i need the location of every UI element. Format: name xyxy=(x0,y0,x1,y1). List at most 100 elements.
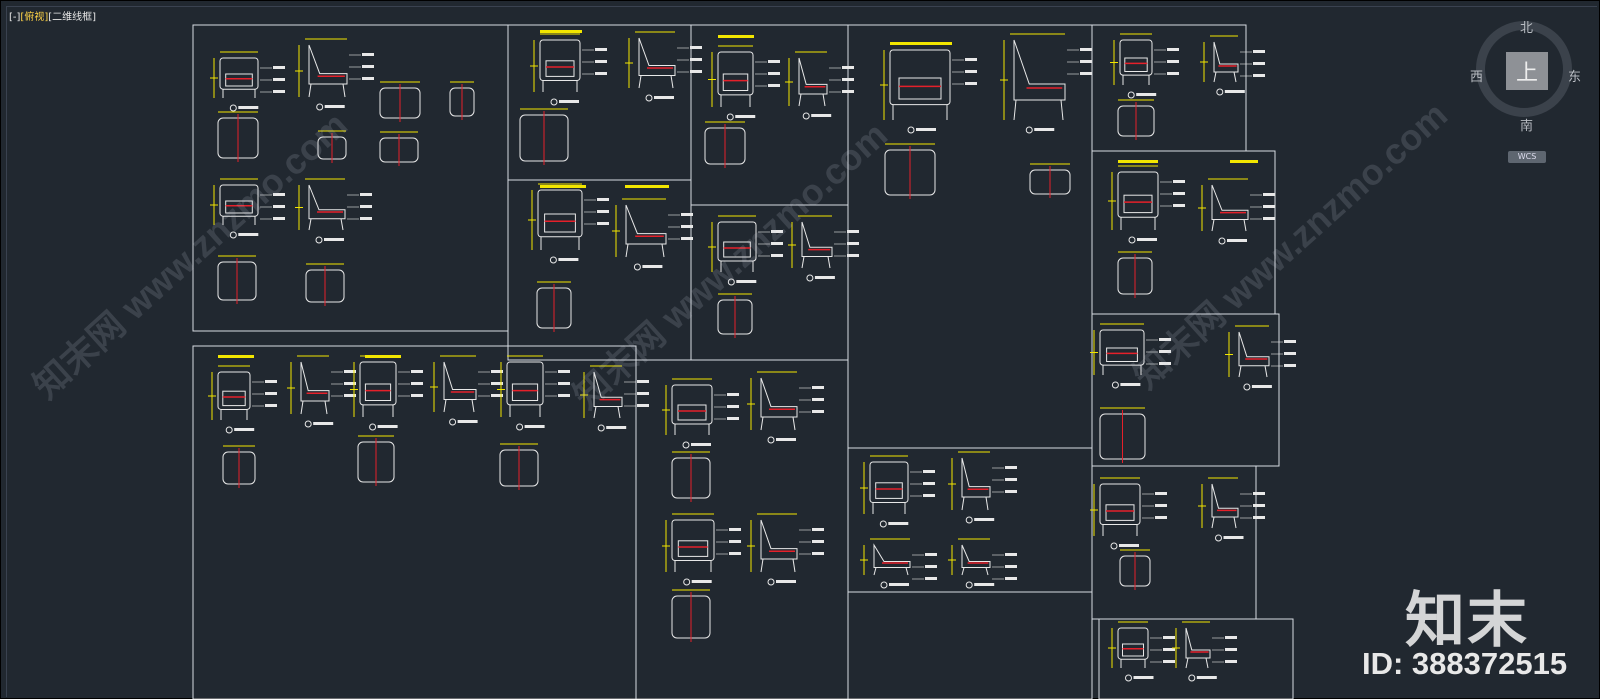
chair-line xyxy=(682,441,690,449)
chair-line xyxy=(1025,126,1033,134)
chair-line xyxy=(1159,338,1171,341)
chair-drawing xyxy=(860,455,935,528)
model-space-canvas[interactable] xyxy=(6,6,1597,697)
chair-line xyxy=(324,400,328,415)
chair-line xyxy=(1196,676,1217,679)
chair-line xyxy=(595,60,607,63)
chair-line xyxy=(768,60,780,63)
chair-line xyxy=(1124,57,1148,72)
chair-line xyxy=(1173,192,1185,195)
chair-line xyxy=(304,420,312,428)
chair-line xyxy=(961,567,965,576)
chair-line xyxy=(549,256,557,264)
chair-line xyxy=(842,66,854,69)
chair-line xyxy=(645,94,653,102)
chair-line xyxy=(847,230,859,233)
chair-drawing xyxy=(1200,35,1265,96)
chair-line xyxy=(811,114,832,117)
chair-drawing xyxy=(1110,33,1179,99)
chair-line xyxy=(812,552,824,555)
chair-drawing xyxy=(662,378,739,449)
chair-line xyxy=(873,567,877,576)
compass-north[interactable]: 北 xyxy=(1520,21,1534,36)
chair-line xyxy=(691,580,712,583)
chair-line xyxy=(847,242,859,245)
chair-line xyxy=(1205,657,1209,669)
chair-line xyxy=(1185,627,1211,659)
chair-line xyxy=(776,580,796,583)
chair-line xyxy=(1263,205,1275,208)
chair-line xyxy=(273,78,285,81)
chair-line xyxy=(869,461,909,504)
chair-line xyxy=(812,528,824,531)
chair-line xyxy=(961,544,991,568)
chair-drawing xyxy=(1198,477,1265,542)
chair-line xyxy=(925,553,937,556)
chair-line xyxy=(558,394,570,397)
drawing-sheet-frame xyxy=(192,345,637,699)
chair-line xyxy=(300,400,304,415)
chair-drawing xyxy=(580,365,649,432)
chair-line xyxy=(923,482,935,485)
compass-south[interactable]: 南 xyxy=(1520,119,1534,134)
chair-line xyxy=(593,371,623,407)
visual-style-control[interactable]: [二维线框] xyxy=(48,12,97,23)
drawing-sheet-frame xyxy=(847,591,1093,699)
chair-line xyxy=(1253,50,1265,53)
chair-line xyxy=(1211,219,1215,232)
chair-line xyxy=(1243,219,1247,232)
compass-ring-icon[interactable] xyxy=(1476,21,1572,117)
chair-line xyxy=(1159,350,1171,353)
chair-line xyxy=(524,425,545,428)
chair-line xyxy=(925,565,937,568)
chair-line xyxy=(229,104,237,112)
chair-line xyxy=(1163,636,1175,639)
chair-line xyxy=(1224,90,1245,93)
chair-line xyxy=(617,406,621,419)
chair-line xyxy=(219,184,259,217)
chair-line xyxy=(923,470,935,473)
chair-line xyxy=(344,394,356,397)
chair-line xyxy=(222,390,246,407)
chair-line xyxy=(362,53,374,56)
chair-line xyxy=(879,520,887,528)
chair-line xyxy=(1137,238,1157,241)
chair-line xyxy=(760,377,798,418)
chair-line xyxy=(340,218,344,231)
chair-line xyxy=(1211,516,1215,529)
compass-east[interactable]: 东 xyxy=(1568,70,1582,85)
chair-line xyxy=(359,361,397,406)
chair-drawing xyxy=(948,538,1017,589)
chair-line xyxy=(771,254,783,257)
chair-line xyxy=(1213,71,1217,83)
chair-line xyxy=(1188,674,1196,682)
chair-line xyxy=(1173,180,1185,183)
compass-west[interactable]: 西 xyxy=(1470,70,1484,85)
chair-line xyxy=(491,394,503,397)
chair-line xyxy=(265,392,277,395)
viewport-menu-control[interactable]: [-] xyxy=(9,12,21,23)
chair-line xyxy=(511,383,539,401)
chair-line xyxy=(516,423,524,431)
chair-line xyxy=(411,382,423,385)
chair-drawing xyxy=(1225,325,1296,391)
chair-line xyxy=(1225,648,1237,651)
chair-drawing xyxy=(1172,621,1237,682)
wcs-menu-button[interactable]: WCS xyxy=(1508,151,1546,163)
viewcube-icon[interactable]: 上 xyxy=(1506,52,1548,90)
chair-drawing xyxy=(530,33,607,106)
chair-line xyxy=(776,438,796,441)
chair-line xyxy=(1080,48,1092,51)
chair-line xyxy=(1238,365,1242,378)
chair-line xyxy=(1167,60,1179,63)
chair-line xyxy=(965,516,973,524)
chair-line xyxy=(1123,194,1153,214)
view-control-top[interactable]: [俯视] xyxy=(20,12,49,23)
chair-line xyxy=(449,418,457,426)
chair-line xyxy=(506,361,544,406)
chair-line xyxy=(768,72,780,75)
viewport-control-label[interactable]: [-][俯视][二维线框] xyxy=(9,8,96,23)
chair-line xyxy=(1005,478,1017,481)
chair-line xyxy=(225,73,253,87)
chair-line xyxy=(597,222,609,225)
